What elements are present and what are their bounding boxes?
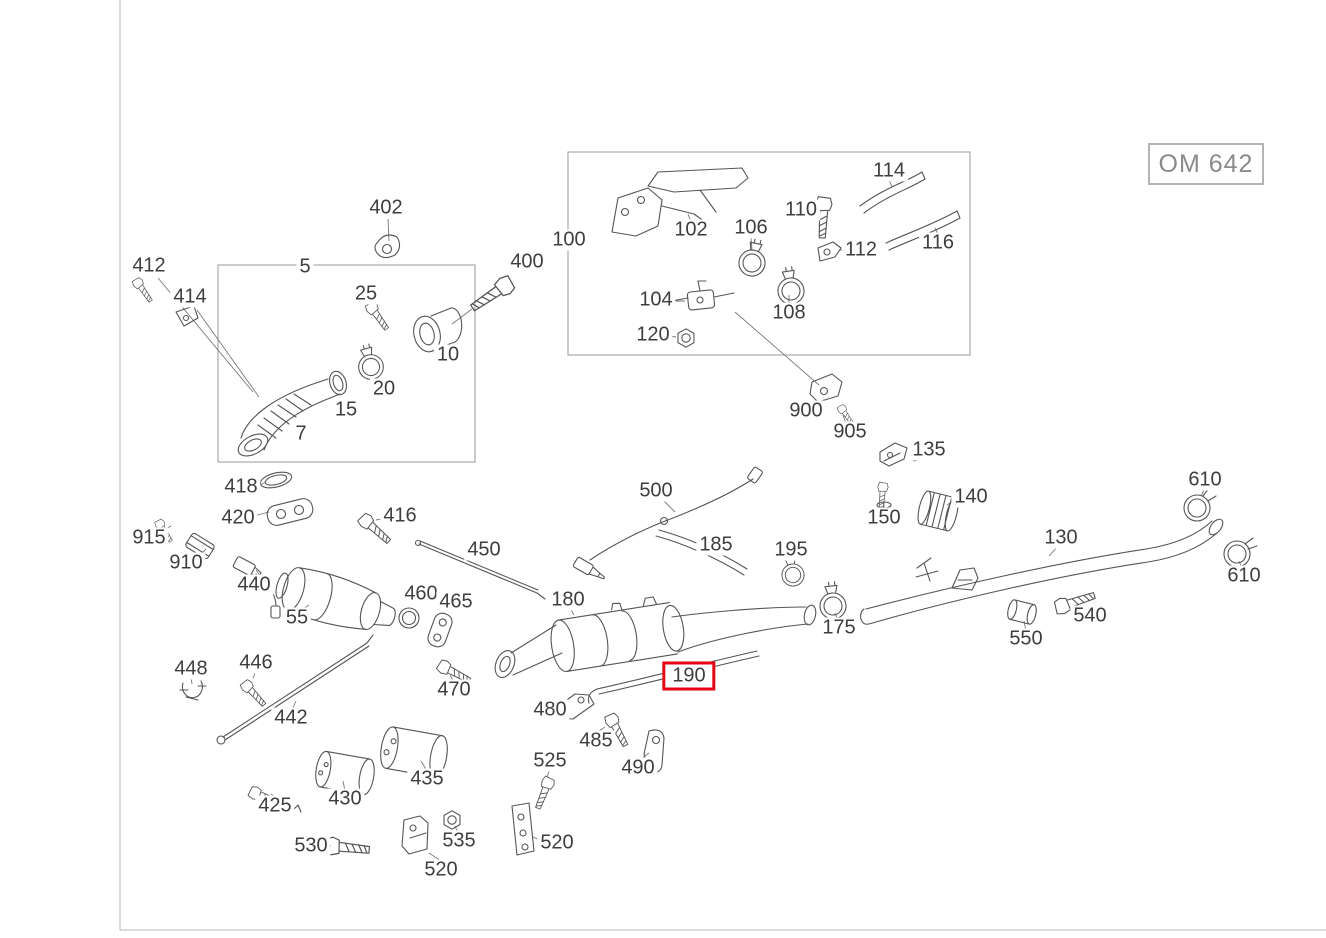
rod-sketch-450 — [414, 539, 546, 600]
part-label-102[interactable]: 102 — [671, 219, 711, 241]
part-label-540[interactable]: 540 — [1070, 605, 1110, 627]
part-label-414[interactable]: 414 — [170, 286, 210, 308]
part-label-500[interactable]: 500 — [636, 480, 676, 502]
part-label-7[interactable]: 7 — [292, 423, 310, 445]
part-label-435[interactable]: 435 — [407, 768, 447, 790]
part-label-175[interactable]: 175 — [819, 617, 859, 639]
part-label-108[interactable]: 108 — [769, 302, 809, 324]
part-label-610[interactable]: 610 — [1224, 565, 1264, 587]
part-label-448[interactable]: 448 — [171, 658, 211, 680]
bracket-sketch-520b — [511, 802, 535, 856]
clamp-sketch-448 — [179, 680, 207, 701]
part-label-535[interactable]: 535 — [439, 830, 479, 852]
part-label-480[interactable]: 480 — [530, 699, 570, 721]
oring-sketch-15 — [328, 370, 348, 396]
part-label-10[interactable]: 10 — [433, 344, 463, 366]
sensor-sketch-500 — [572, 466, 763, 580]
part-label-465[interactable]: 465 — [436, 591, 476, 613]
part-label-15[interactable]: 15 — [331, 399, 361, 421]
downpipe-sketch-7 — [237, 378, 341, 457]
part-label-25[interactable]: 25 — [351, 283, 381, 305]
part-sketches — [130, 167, 1258, 860]
part-label-460[interactable]: 460 — [401, 583, 441, 605]
part-label-412[interactable]: 412 — [129, 255, 169, 277]
part-label-116[interactable]: 116 — [919, 232, 957, 254]
pipe-sketch-130 — [860, 518, 1224, 625]
flange-sketch-465 — [427, 612, 453, 648]
part-label-112[interactable]: 112 — [842, 239, 880, 261]
part-label-490[interactable]: 490 — [618, 757, 658, 779]
part-label-416[interactable]: 416 — [380, 505, 420, 527]
ring-sketch-460 — [398, 607, 420, 629]
part-label-185[interactable]: 185 — [696, 534, 736, 556]
page-frame-lines — [119, 0, 1326, 931]
part-label-520[interactable]: 520 — [537, 832, 577, 854]
part-label-114[interactable]: 114 — [870, 160, 908, 182]
part-label-195[interactable]: 195 — [771, 539, 811, 561]
gasket-sketch-402 — [374, 234, 401, 259]
part-label-900[interactable]: 900 — [786, 400, 826, 422]
part-label-905[interactable]: 905 — [830, 421, 870, 443]
bracket-sketch-520a — [401, 815, 429, 855]
bracket-sketch-414 — [175, 305, 199, 327]
part-label-420[interactable]: 420 — [218, 507, 258, 529]
part-label-190[interactable]: 190 — [662, 661, 716, 691]
part-label-5[interactable]: 5 — [296, 256, 314, 278]
part-label-530[interactable]: 530 — [291, 835, 331, 857]
part-label-180[interactable]: 180 — [548, 589, 588, 611]
part-label-106[interactable]: 106 — [731, 217, 771, 239]
bracket-sketch-900 — [809, 373, 843, 403]
part-label-120[interactable]: 120 — [633, 324, 673, 346]
part-label-100[interactable]: 100 — [549, 229, 589, 251]
part-label-425[interactable]: 425 — [255, 795, 295, 817]
part-label-402[interactable]: 402 — [366, 197, 406, 219]
part-label-450[interactable]: 450 — [464, 539, 504, 561]
spacer-sketch-550 — [1007, 599, 1037, 625]
clamp-sketch-610b — [1223, 537, 1258, 568]
dpf-sketch-180 — [494, 596, 817, 678]
part-label-910[interactable]: 910 — [166, 552, 206, 574]
engine-code: OM 642 — [1158, 149, 1254, 178]
part-label-440[interactable]: 440 — [234, 574, 274, 596]
part-label-110[interactable]: 110 — [782, 199, 820, 221]
engine-code-box: OM 642 — [1148, 143, 1264, 185]
part-label-140[interactable]: 140 — [951, 486, 991, 508]
bracket-sketch-135 — [879, 442, 908, 467]
pipe-sketch-114 — [859, 171, 926, 214]
part-label-520[interactable]: 520 — [421, 859, 461, 881]
part-label-446[interactable]: 446 — [236, 652, 276, 674]
part-label-400[interactable]: 400 — [507, 251, 547, 273]
part-label-550[interactable]: 550 — [1006, 628, 1046, 650]
part-label-525[interactable]: 525 — [530, 750, 570, 772]
part-label-418[interactable]: 418 — [221, 476, 261, 498]
gasket-sketch-420 — [266, 498, 314, 526]
part-label-130[interactable]: 130 — [1041, 527, 1081, 549]
part-label-104[interactable]: 104 — [636, 289, 676, 311]
assembly-group-boxes — [217, 151, 971, 463]
part-label-20[interactable]: 20 — [369, 378, 399, 400]
part-label-610[interactable]: 610 — [1185, 469, 1225, 491]
part-label-915[interactable]: 915 — [129, 527, 169, 549]
part-label-55[interactable]: 55 — [282, 607, 312, 629]
part-label-470[interactable]: 470 — [434, 679, 474, 701]
part-label-430[interactable]: 430 — [325, 788, 365, 810]
part-label-442[interactable]: 442 — [271, 707, 311, 729]
adapter-sketch-10 — [413, 307, 463, 353]
clip-sketch-112 — [817, 241, 842, 262]
part-label-135[interactable]: 135 — [909, 439, 949, 461]
part-label-485[interactable]: 485 — [576, 730, 616, 752]
rod-sketch-442 — [216, 634, 374, 745]
part-label-150[interactable]: 150 — [864, 507, 904, 529]
